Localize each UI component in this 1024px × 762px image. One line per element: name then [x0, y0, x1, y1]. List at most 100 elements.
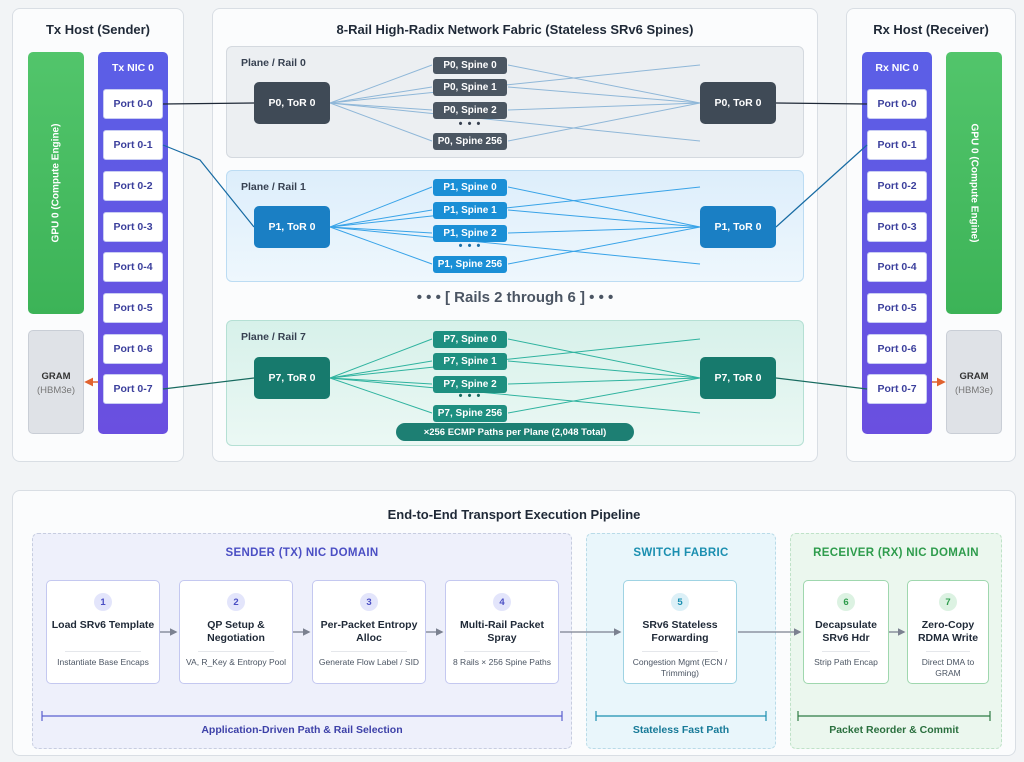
p1-tor-left[interactable]: P1, ToR 0	[254, 206, 330, 248]
rx-gram-title: GRAM	[959, 371, 989, 382]
switch-brace	[595, 711, 767, 721]
p1-spine-0[interactable]: P1, Spine 0	[433, 179, 507, 196]
step-2-title: QP Setup & Negotiation	[207, 619, 265, 644]
step-6-subtitle: Strip Path Encap	[814, 657, 878, 667]
p7-spine-256[interactable]: P7, Spine 256	[433, 405, 507, 422]
ecmp-paths-badge: ×256 ECMP Paths per Plane (2,048 Total)	[396, 423, 634, 441]
tx-nic-title: Tx NIC 0	[111, 62, 154, 74]
step-2-card[interactable]: 2 QP Setup & Negotiation VA, R_Key & Ent…	[179, 580, 293, 684]
step-1-number: 1	[94, 593, 112, 611]
p0-spine-256[interactable]: P0, Spine 256	[433, 133, 507, 150]
receiver-brace-label: Packet Reorder & Commit	[829, 724, 959, 736]
tx-port-6[interactable]: Port 0-6	[103, 334, 163, 364]
rx-port-2[interactable]: Port 0-2	[867, 171, 927, 201]
step-1-card[interactable]: 1 Load SRv6 Template Instantiate Base En…	[46, 580, 160, 684]
tx-gram-title: GRAM	[41, 371, 71, 382]
rx-port-5[interactable]: Port 0-5	[867, 293, 927, 323]
step-7-subtitle: Direct DMA to GRAM	[921, 657, 975, 678]
p0-spine-2[interactable]: P0, Spine 2	[433, 102, 507, 119]
sender-domain-title: SENDER (TX) NIC DOMAIN	[225, 547, 379, 559]
rx-port-4[interactable]: Port 0-4	[867, 252, 927, 282]
rx-port-6[interactable]: Port 0-6	[867, 334, 927, 364]
rx-port-3[interactable]: Port 0-3	[867, 212, 927, 242]
step-6-number: 6	[837, 593, 855, 611]
rx-port-0[interactable]: Port 0-0	[867, 89, 927, 119]
p0-tor-right[interactable]: P0, ToR 0	[700, 82, 776, 124]
rx-nic-title: Rx NIC 0	[875, 62, 919, 74]
step-5-divider	[642, 651, 718, 652]
step-7-card[interactable]: 7 Zero-Copy RDMA Write Direct DMA to GRA…	[907, 580, 989, 684]
rx-port-7[interactable]: Port 0-7	[867, 374, 927, 404]
p7-tor-right[interactable]: P7, ToR 0	[700, 357, 776, 399]
sender-brace-label: Application-Driven Path & Rail Selection	[201, 724, 403, 736]
plane-1-label: Plane / Rail 1	[241, 181, 306, 193]
p0-spine-0[interactable]: P0, Spine 0	[433, 57, 507, 74]
p1-tor-right[interactable]: P1, ToR 0	[700, 206, 776, 248]
plane-7-label: Plane / Rail 7	[241, 331, 306, 343]
step-3-title: Per-Packet Entropy Alloc	[320, 619, 418, 644]
rx-host-title: Rx Host (Receiver)	[873, 22, 989, 37]
tx-host-title: Tx Host (Sender)	[45, 22, 150, 37]
switch-domain-title: SWITCH FABRIC	[633, 547, 729, 559]
step-3-subtitle: Generate Flow Label / SID	[318, 657, 420, 667]
switch-brace-label: Stateless Fast Path	[632, 724, 730, 736]
step-2-subtitle: VA, R_Key & Entropy Pool	[185, 657, 286, 667]
step-4-title: Multi-Rail Packet Spray	[459, 619, 545, 644]
tx-port-4[interactable]: Port 0-4	[103, 252, 163, 282]
p1-spine-1[interactable]: P1, Spine 1	[433, 202, 507, 219]
p0-tor-left[interactable]: P0, ToR 0	[254, 82, 330, 124]
receiver-domain-title: RECEIVER (RX) NIC DOMAIN	[813, 547, 979, 559]
step-3-number: 3	[360, 593, 378, 611]
step-7-title: Zero-Copy RDMA Write	[917, 619, 979, 644]
tx-port-2[interactable]: Port 0-2	[103, 171, 163, 201]
tx-gram: GRAM (HBM3e)	[28, 330, 84, 434]
tx-port-7[interactable]: Port 0-7	[103, 374, 163, 404]
rx-gpu: GPU 0 (Compute Engine)	[946, 52, 1002, 314]
rx-port-1[interactable]: Port 0-1	[867, 130, 927, 160]
p7-spine-2[interactable]: P7, Spine 2	[433, 376, 507, 393]
p1-spine-256[interactable]: P1, Spine 256	[433, 256, 507, 273]
step-7-divider	[926, 651, 970, 652]
rx-gram-sub: (HBM3e)	[954, 385, 993, 396]
step-3-divider	[331, 651, 407, 652]
p7-spine-0[interactable]: P7, Spine 0	[433, 331, 507, 348]
p1-spine-2[interactable]: P1, Spine 2	[433, 225, 507, 242]
step-2-number: 2	[227, 593, 245, 611]
step-6-title: Decapsulate SRv6 Hdr	[815, 619, 877, 644]
step-6-card[interactable]: 6 Decapsulate SRv6 Hdr Strip Path Encap	[803, 580, 889, 684]
p0-spine-1[interactable]: P0, Spine 1	[433, 79, 507, 96]
step-1-divider	[65, 651, 141, 652]
p7-spine-1[interactable]: P7, Spine 1	[433, 353, 507, 370]
step-1-title: Load SRv6 Template	[51, 619, 155, 631]
tx-gram-sub: (HBM3e)	[36, 385, 75, 396]
tx-port-0[interactable]: Port 0-0	[103, 89, 163, 119]
step-4-subtitle: 8 Rails × 256 Spine Paths	[452, 657, 552, 667]
pipeline-title: End-to-End Transport Execution Pipeline	[387, 507, 641, 522]
step-2-divider	[198, 651, 274, 652]
p0-spine-dots: • • •	[458, 118, 482, 130]
step-5-number: 5	[671, 593, 689, 611]
step-6-divider	[822, 651, 870, 652]
step-3-card[interactable]: 3 Per-Packet Entropy Alloc Generate Flow…	[312, 580, 426, 684]
step-5-card[interactable]: 5 SRv6 Stateless Forwarding Congestion M…	[623, 580, 737, 684]
p1-spine-dots: • • •	[458, 240, 482, 252]
step-4-card[interactable]: 4 Multi-Rail Packet Spray 8 Rails × 256 …	[445, 580, 559, 684]
step-5-subtitle: Congestion Mgmt (ECN / Trimming)	[632, 657, 728, 678]
tx-port-5[interactable]: Port 0-5	[103, 293, 163, 323]
tx-gpu: GPU 0 (Compute Engine)	[28, 52, 84, 314]
tx-port-3[interactable]: Port 0-3	[103, 212, 163, 242]
p7-tor-left[interactable]: P7, ToR 0	[254, 357, 330, 399]
port-tor-links	[162, 102, 868, 390]
rails-2-through-6-label: • • • [ Rails 2 through 6 ] • • •	[416, 289, 614, 306]
rx-gram: GRAM (HBM3e)	[946, 330, 1002, 434]
plane-1-fan-lines	[329, 186, 701, 265]
step-5-title: SRv6 Stateless Forwarding	[642, 619, 718, 644]
step-4-divider	[464, 651, 540, 652]
plane-0-label: Plane / Rail 0	[241, 57, 306, 69]
tx-port-1[interactable]: Port 0-1	[103, 130, 163, 160]
step-7-number: 7	[939, 593, 957, 611]
sender-brace	[41, 711, 563, 721]
step-4-number: 4	[493, 593, 511, 611]
